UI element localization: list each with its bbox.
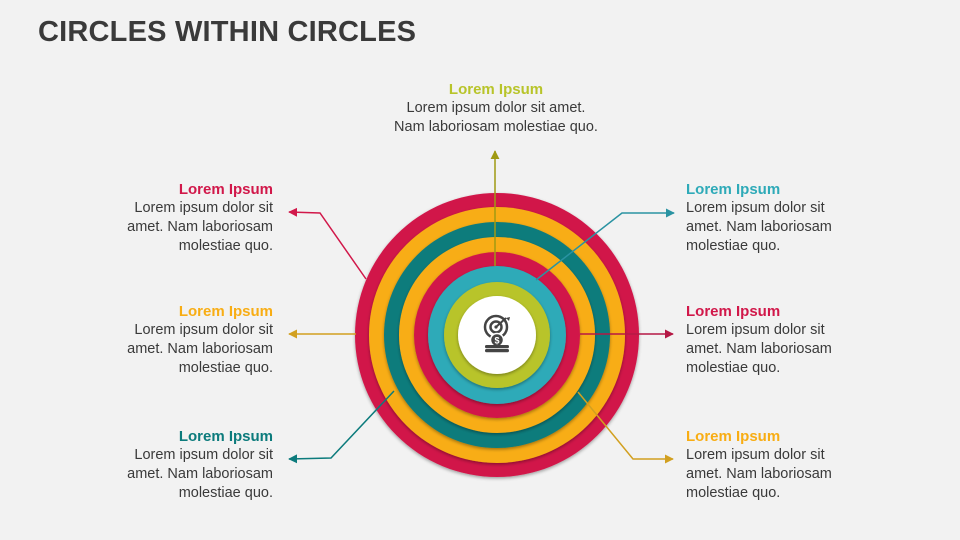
- callout-left-bottom: Lorem Ipsum Lorem ipsum dolor sit amet. …: [113, 427, 273, 503]
- callout-text: Lorem ipsum dolor sit: [134, 200, 273, 216]
- callout-text: amet. Nam laboriosam: [127, 341, 273, 357]
- callout-heading: Lorem Ipsum: [178, 181, 273, 198]
- callout-text: Nam laboriosam molestiae quo.: [394, 119, 598, 135]
- slide-title: CIRCLES WITHIN CIRCLES: [38, 16, 417, 48]
- connector-left-top: [288, 207, 367, 280]
- callout-left-top: Lorem Ipsum Lorem ipsum dolor sit amet. …: [113, 180, 273, 256]
- connector-lines: [288, 150, 675, 464]
- callout-text: Lorem ipsum dolor sit: [134, 322, 273, 338]
- callout-text: amet. Nam laboriosam: [686, 466, 832, 482]
- connector-left-bottom: [288, 390, 395, 464]
- callout-top: Lorem Ipsum Lorem ipsum dolor sit amet. …: [366, 80, 626, 137]
- target-with-coins-icon: $: [483, 314, 510, 353]
- svg-text:$: $: [494, 336, 499, 346]
- callout-left-middle: Lorem Ipsum Lorem ipsum dolor sit amet. …: [113, 302, 273, 378]
- callout-heading: Lorem Ipsum: [686, 303, 781, 320]
- callout-text: molestiae quo.: [178, 485, 273, 501]
- callout-text: molestiae quo.: [178, 360, 273, 376]
- callout-text: Lorem ipsum dolor sit: [134, 447, 273, 463]
- callout-right-bottom: Lorem Ipsum Lorem ipsum dolor sit amet. …: [686, 427, 856, 503]
- callout-right-middle: Lorem Ipsum Lorem ipsum dolor sit amet. …: [686, 302, 856, 378]
- callout-text: Lorem ipsum dolor sit: [686, 447, 825, 463]
- callout-heading: Lorem Ipsum: [686, 428, 781, 445]
- callout-text: amet. Nam laboriosam: [127, 466, 273, 482]
- callout-text: amet. Nam laboriosam: [127, 219, 273, 235]
- callout-right-top: Lorem Ipsum Lorem ipsum dolor sit amet. …: [686, 180, 856, 256]
- callout-text: molestiae quo.: [686, 485, 781, 501]
- callout-text: molestiae quo.: [686, 360, 781, 376]
- callout-text: molestiae quo.: [178, 238, 273, 254]
- connector-right-top: [535, 208, 675, 281]
- callout-text: Lorem ipsum dolor sit amet.: [406, 100, 586, 116]
- callout-heading: Lorem Ipsum: [448, 81, 544, 98]
- callout-text: molestiae quo.: [686, 238, 781, 254]
- callout-text: Lorem ipsum dolor sit: [686, 200, 825, 216]
- callout-text: Lorem ipsum dolor sit: [686, 322, 825, 338]
- callout-heading: Lorem Ipsum: [178, 303, 273, 320]
- connector-right-bottom: [577, 391, 674, 464]
- callout-heading: Lorem Ipsum: [178, 428, 273, 445]
- callout-text: amet. Nam laboriosam: [686, 341, 832, 357]
- callout-text: amet. Nam laboriosam: [686, 219, 832, 235]
- callout-heading: Lorem Ipsum: [686, 181, 781, 198]
